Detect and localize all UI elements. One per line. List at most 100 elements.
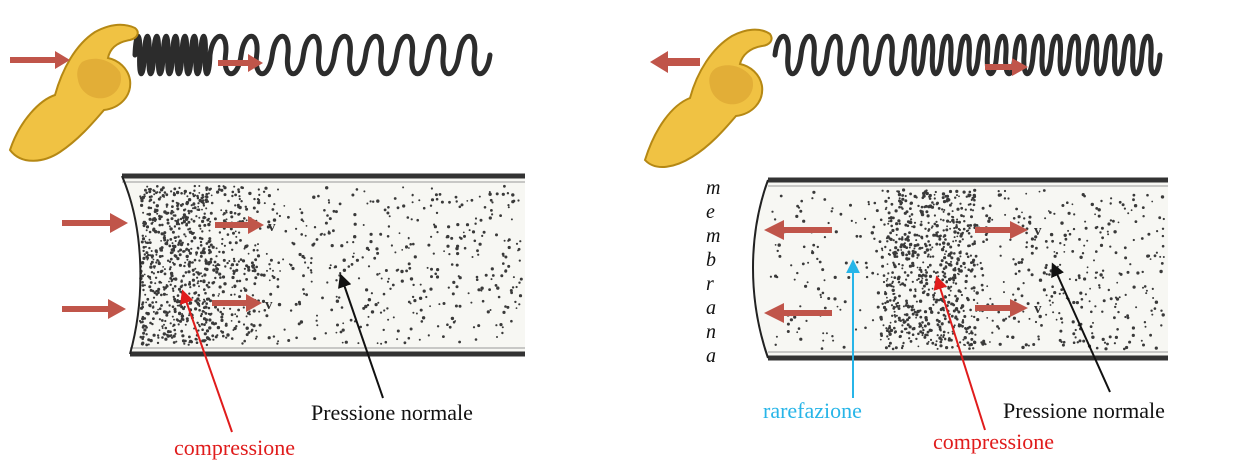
- particle: [920, 271, 922, 273]
- particle: [202, 199, 205, 202]
- particle: [168, 245, 171, 248]
- particle: [1060, 221, 1063, 224]
- particle: [967, 255, 970, 258]
- particle: [1037, 335, 1039, 337]
- particle: [179, 320, 182, 323]
- particle: [218, 295, 220, 297]
- particle: [236, 280, 239, 283]
- particle: [988, 217, 991, 220]
- particle: [953, 252, 956, 255]
- particle: [939, 344, 942, 347]
- particle: [925, 282, 928, 285]
- particle: [910, 218, 912, 220]
- particle: [234, 194, 237, 197]
- particle: [777, 250, 779, 252]
- particle: [177, 294, 180, 297]
- particle: [898, 193, 901, 196]
- external-force-arrow: [62, 213, 128, 233]
- particle: [330, 264, 332, 266]
- particle: [438, 303, 440, 305]
- particle: [156, 213, 158, 215]
- particle: [794, 279, 796, 281]
- particle: [884, 302, 886, 304]
- particle: [231, 313, 234, 316]
- particle: [802, 220, 805, 223]
- particle: [1116, 282, 1118, 284]
- particle: [181, 314, 184, 317]
- particle: [472, 230, 475, 233]
- particle: [997, 311, 1000, 314]
- particle: [1142, 206, 1145, 209]
- particle: [1087, 266, 1089, 268]
- particle: [458, 341, 461, 344]
- particle: [290, 309, 292, 311]
- particle: [949, 246, 952, 249]
- particle: [938, 238, 941, 241]
- particle: [969, 191, 972, 194]
- particle: [831, 207, 833, 209]
- particle: [896, 305, 899, 308]
- particle: [1127, 316, 1130, 319]
- particle: [246, 315, 248, 317]
- particle: [158, 281, 161, 284]
- particle: [949, 190, 952, 193]
- particle: [354, 223, 357, 226]
- particle: [1031, 252, 1034, 255]
- particle: [968, 204, 970, 206]
- particle: [412, 243, 415, 246]
- particle: [1152, 288, 1154, 290]
- particle: [905, 279, 907, 281]
- particle: [150, 278, 152, 280]
- particle: [877, 306, 880, 309]
- particle: [246, 219, 248, 221]
- particle: [176, 191, 179, 194]
- particle: [420, 309, 423, 312]
- particle: [320, 233, 323, 236]
- particle: [454, 320, 456, 322]
- particle: [912, 327, 915, 330]
- particle: [925, 210, 928, 213]
- particle: [243, 273, 245, 275]
- particle: [874, 202, 877, 205]
- particle: [192, 297, 194, 299]
- particle: [204, 292, 207, 295]
- particle: [1078, 238, 1081, 241]
- particle: [408, 337, 411, 340]
- particle: [1090, 311, 1093, 314]
- particle: [958, 195, 960, 197]
- particle: [933, 271, 935, 273]
- particle: [184, 216, 187, 219]
- particle: [163, 332, 166, 335]
- particle: [436, 275, 439, 278]
- particle: [175, 240, 177, 242]
- particle: [160, 240, 162, 242]
- particle: [845, 262, 848, 265]
- particle: [965, 275, 968, 278]
- particle: [172, 325, 174, 327]
- particle: [331, 244, 334, 247]
- particle: [922, 288, 924, 290]
- particle: [340, 244, 343, 247]
- particle: [507, 265, 510, 268]
- particle: [204, 306, 207, 309]
- particle: [859, 235, 862, 238]
- particle: [187, 221, 190, 224]
- particle: [973, 290, 975, 292]
- particle: [172, 316, 174, 318]
- particle: [302, 274, 305, 277]
- particle: [901, 198, 904, 201]
- particle: [819, 261, 822, 264]
- particle: [824, 307, 827, 310]
- particle: [1129, 263, 1131, 265]
- particle: [907, 251, 910, 254]
- particle: [1062, 344, 1065, 347]
- particle: [222, 335, 225, 338]
- particle: [1014, 299, 1017, 302]
- particle: [921, 206, 924, 209]
- particle: [171, 280, 173, 282]
- particle: [188, 212, 190, 214]
- particle: [396, 338, 398, 340]
- particle: [967, 268, 970, 271]
- particle: [914, 311, 917, 314]
- particle: [970, 332, 973, 335]
